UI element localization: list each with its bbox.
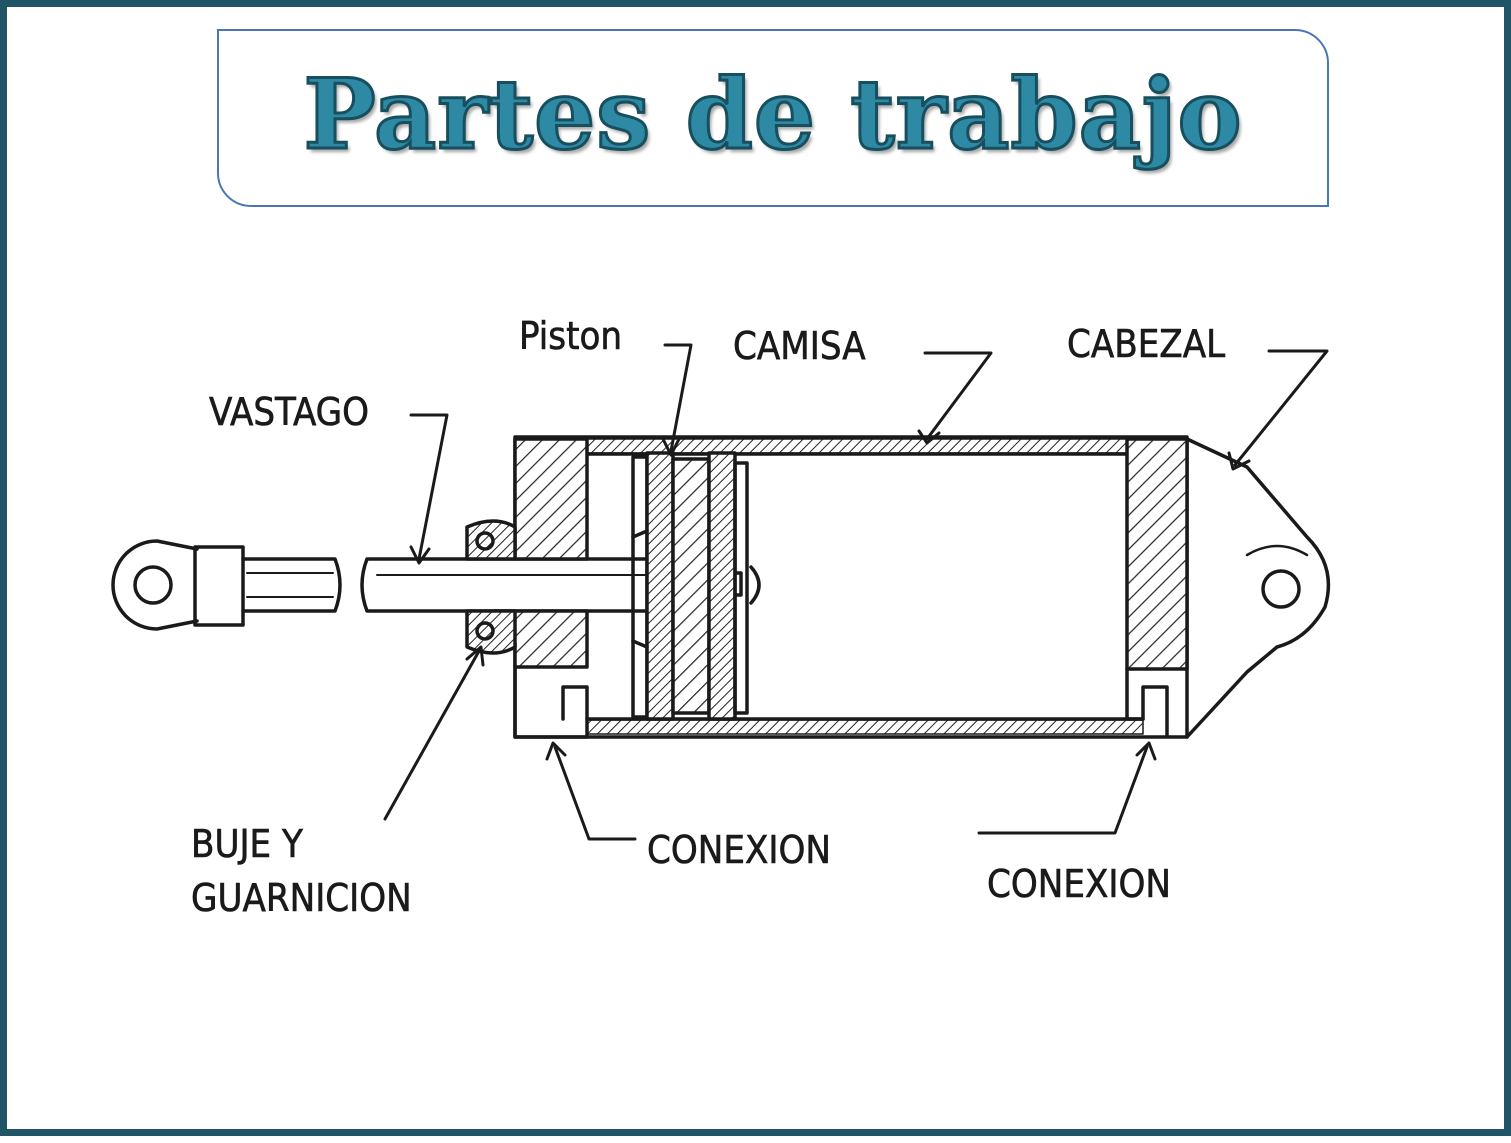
rear-end-cap xyxy=(1125,437,1189,737)
title-box: Partes de trabajo xyxy=(217,29,1329,207)
label-camisa: CAMISA xyxy=(733,324,866,368)
label-piston: Piston xyxy=(519,314,622,358)
label-conexion-right: CONEXION xyxy=(987,862,1171,906)
rod-end-eye xyxy=(111,539,245,631)
cylinder-barrel xyxy=(513,435,1189,739)
piston xyxy=(631,451,761,721)
leader-lines xyxy=(383,343,1329,841)
label-buje-line2: GUARNICION xyxy=(191,876,412,920)
clevis-head xyxy=(1185,437,1331,739)
page-title: Partes de trabajo xyxy=(302,58,1243,171)
rod-end-cap xyxy=(493,437,589,739)
label-conexion-left: CONEXION xyxy=(647,828,831,872)
bushing-and-seal xyxy=(465,519,517,655)
hydraulic-cylinder-diagram: Piston CAMISA CABEZAL VASTAGO BUJE Y GUA… xyxy=(111,314,1331,920)
label-buje-line1: BUJE Y xyxy=(191,822,303,866)
label-cabezal: CABEZAL xyxy=(1067,322,1225,366)
label-vastago: VASTAGO xyxy=(209,390,369,434)
